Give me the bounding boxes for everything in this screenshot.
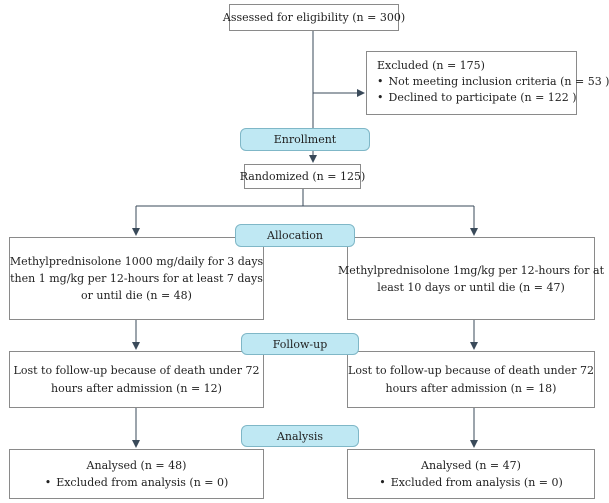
analysis-left-title: Analysed (n = 48)	[86, 459, 187, 472]
followup-right-line: hours after admission (n = 18)	[385, 381, 557, 395]
stage-analysis-label: Analysis	[276, 429, 324, 443]
randomized-label: Randomized (n = 125)	[239, 169, 366, 183]
analysis-right-box: Analysed (n = 47) Excluded from analysis…	[347, 449, 595, 499]
allocation-left-line: or until die (n = 48)	[81, 289, 192, 302]
allocation-left-line: Methylprednisolone 1000 mg/daily for 3 d…	[9, 255, 264, 268]
stage-followup-label: Follow-up	[272, 337, 328, 351]
assessed-box: Assessed for eligibility (n = 300)	[223, 4, 405, 31]
analysis-right-item: Excluded from analysis (n = 0)	[379, 474, 563, 491]
excluded-item: Not meeting inclusion criteria (n = 53 )	[377, 74, 609, 90]
stage-allocation-label: Allocation	[267, 229, 323, 242]
assessed-label: Assessed for eligibility (n = 300)	[222, 10, 406, 24]
followup-right-box: Lost to follow-up because of death under…	[347, 351, 595, 408]
analysis-left-item: Excluded from analysis (n = 0)	[45, 474, 228, 491]
excluded-box: Excluded (n = 175) Not meeting inclusion…	[366, 51, 609, 115]
analysis-left-list: Excluded from analysis (n = 0)	[45, 474, 228, 491]
analysis-right-list: Excluded from analysis (n = 0)	[379, 474, 563, 491]
stage-analysis: Analysis	[241, 425, 359, 447]
randomized-box: Randomized (n = 125)	[240, 164, 365, 189]
allocation-left-line: then 1 mg/kg per 12-hours for at least 7…	[10, 272, 263, 285]
allocation-right-line: Methylprednisolone 1mg/kg per 12-hours f…	[338, 263, 604, 277]
followup-left-box: Lost to follow-up because of death under…	[9, 351, 264, 408]
stage-enrollment-label: Enrollment	[273, 133, 337, 146]
allocation-right-line: least 10 days or until die (n = 47)	[377, 280, 565, 294]
excluded-item: Declined to participate (n = 122 )	[377, 90, 577, 106]
allocation-right-box: Methylprednisolone 1mg/kg per 12-hours f…	[338, 237, 604, 320]
followup-left-line: hours after admission (n = 12)	[51, 381, 222, 395]
analysis-right-title: Analysed (n = 47)	[421, 459, 521, 472]
stage-enrollment: Enrollment	[240, 128, 370, 151]
followup-left-line: Lost to follow-up because of death under…	[13, 363, 260, 377]
excluded-list: Not meeting inclusion criteria (n = 53 )…	[377, 74, 609, 106]
stage-followup: Follow-up	[241, 333, 359, 355]
followup-right-line: Lost to follow-up because of death under…	[348, 363, 594, 377]
excluded-title: Excluded (n = 175)	[377, 59, 485, 72]
stage-allocation: Allocation	[235, 224, 355, 247]
analysis-left-box: Analysed (n = 48) Excluded from analysis…	[9, 449, 264, 499]
allocation-left-box: Methylprednisolone 1000 mg/daily for 3 d…	[9, 237, 264, 320]
